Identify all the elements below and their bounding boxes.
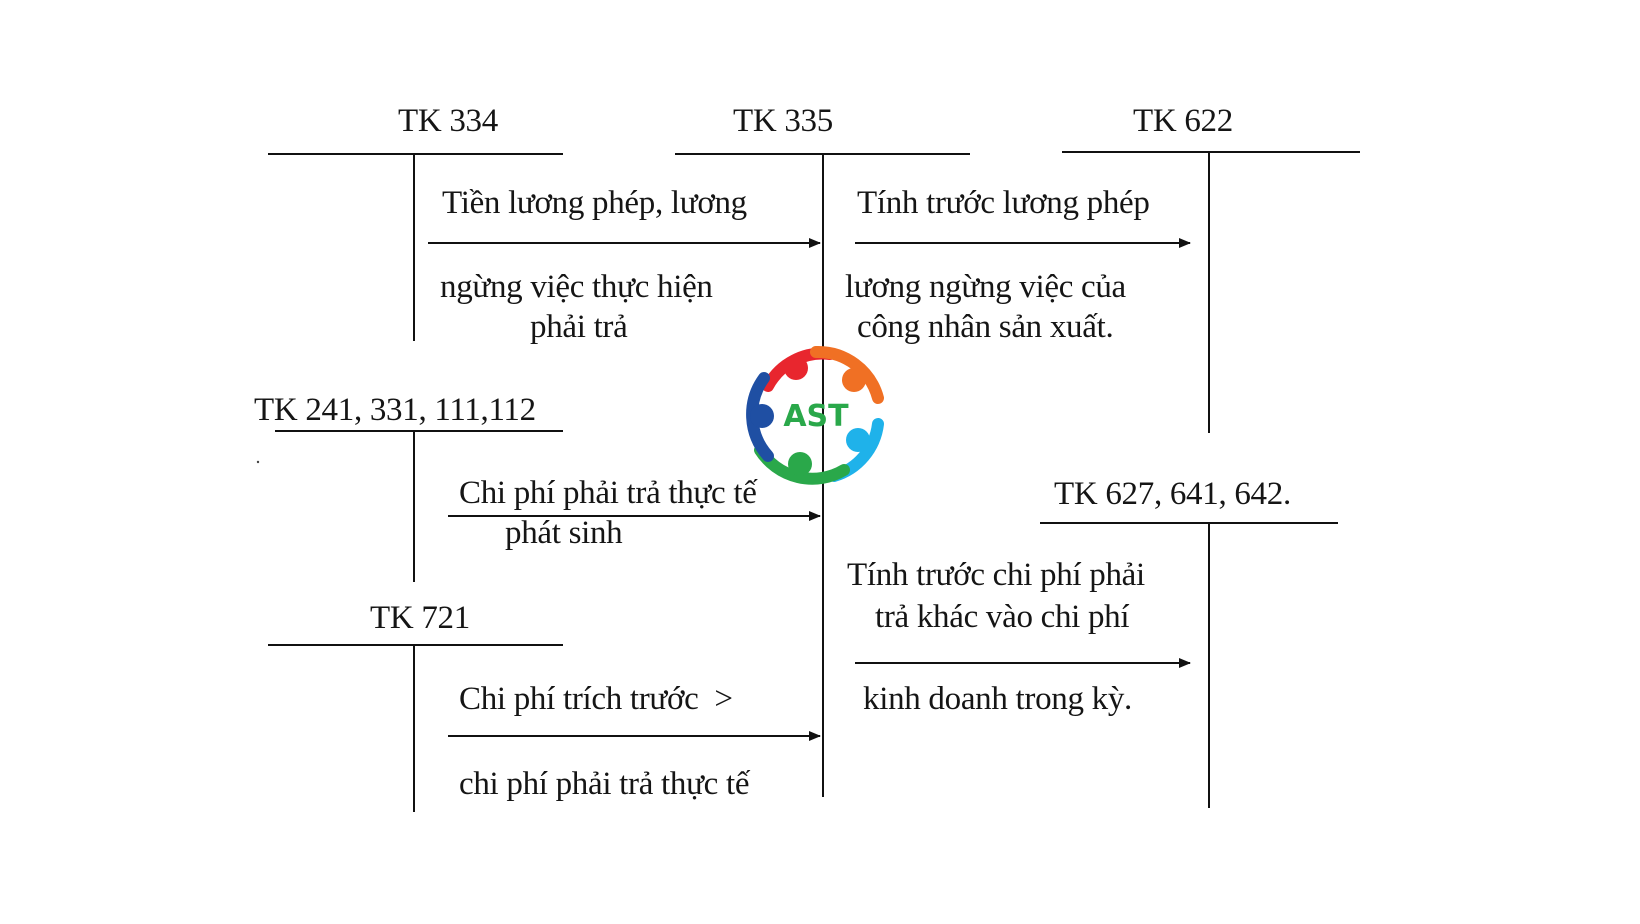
flow4-label-above: Chi phí trích trước >: [459, 681, 733, 717]
flow1-label-above: Tiền lương phép, lương: [442, 185, 747, 221]
flow5-label-above-1: Tính trước chi phí phải: [847, 557, 1145, 593]
ast-logo: AST: [738, 338, 890, 490]
flow1-label-below-1: ngừng việc thực hiện: [440, 269, 713, 305]
flow1-label-below-2: phải trả: [530, 309, 628, 345]
account-title-721: TK 721: [370, 600, 470, 636]
t-account-627: [1040, 522, 1338, 808]
flow5-label-below: kinh doanh trong kỳ.: [863, 681, 1132, 717]
t-account-334: [268, 153, 563, 341]
flow3-label-below: phát sinh: [505, 515, 623, 551]
t-account-721: [268, 644, 563, 812]
account-title-335: TK 335: [733, 103, 833, 139]
account-title-622: TK 622: [1133, 103, 1233, 139]
ast-logo-text: AST: [783, 399, 849, 434]
t-account-241: [275, 430, 563, 582]
flow2-label-above: Tính trước lương phép: [857, 185, 1150, 221]
flow4-label-below: chi phí phải trả thực tế: [459, 766, 750, 802]
flow2-label-below-2: công nhân sản xuất.: [857, 309, 1114, 345]
account-title-241: TK 241, 331, 111,112: [254, 392, 536, 428]
account-title-627: TK 627, 641, 642.: [1054, 476, 1291, 512]
account-title-334: TK 334: [398, 103, 498, 139]
ast-logo-icon: AST: [746, 345, 884, 485]
flow5-label-above-2: trả khác vào chi phí: [875, 599, 1130, 635]
t-account-622: [1062, 151, 1360, 433]
flow2-label-below-1: lương ngừng việc của: [845, 269, 1126, 305]
flow3-label-above: Chi phí phải trả thực tế: [459, 475, 757, 511]
